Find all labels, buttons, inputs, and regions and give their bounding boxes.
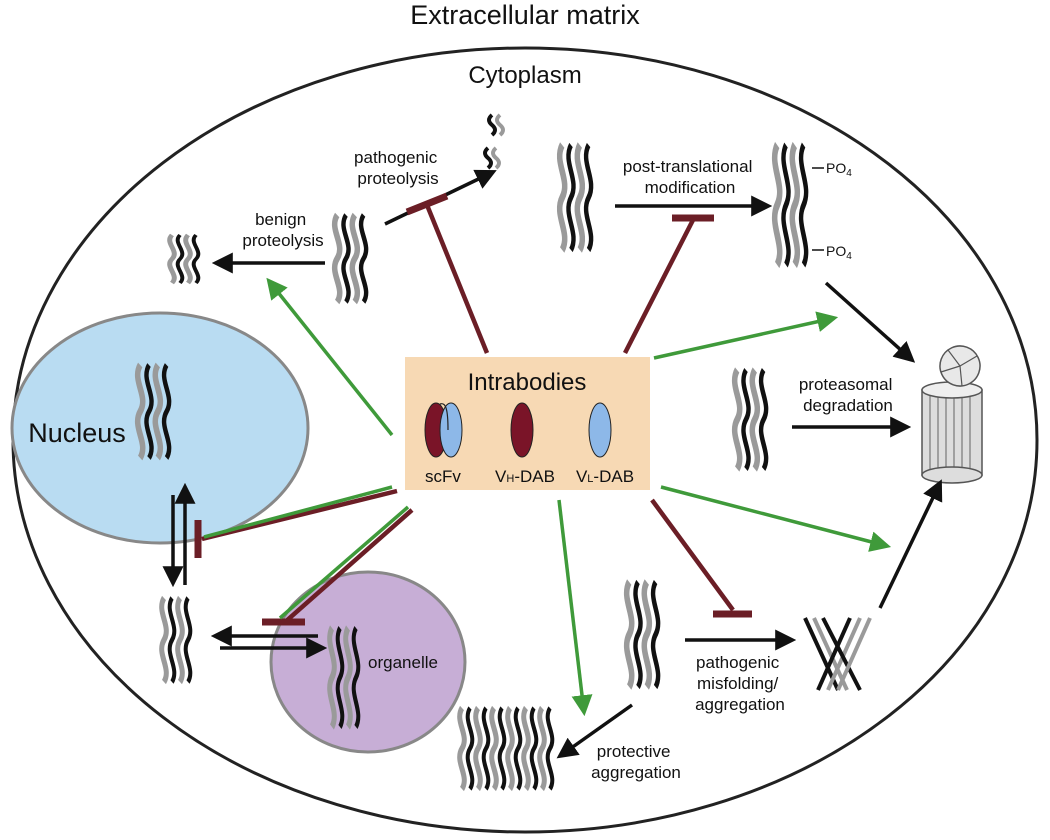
svg-text:PO4: PO4	[826, 243, 852, 262]
phosphate-bottom: PO4	[812, 243, 852, 262]
label-proteasomal-degradation: proteasomal degradation	[799, 375, 897, 415]
misfolded-protein	[803, 617, 872, 691]
vh-dab-label: VH-DAB	[495, 467, 555, 486]
scfv-antibody-icon	[424, 402, 463, 458]
process-arrows	[162, 169, 943, 759]
vl-dab-antibody-icon	[588, 402, 612, 458]
cleaved-fragments	[483, 113, 505, 170]
nucleus	[10, 311, 310, 545]
vl-dab-label: VL-DAB	[576, 467, 634, 486]
promotion-arrows	[203, 277, 892, 717]
intrabodies-box: Intrabodies scFv VH-DAB VL-DAB	[405, 357, 650, 490]
organelle-label: organelle	[368, 653, 438, 672]
label-protective-aggregation: protective aggregation	[591, 742, 681, 782]
title-extracellular-matrix: Extracellular matrix	[410, 0, 640, 30]
label-pathogenic-proteolysis: pathogenic proteolysis	[354, 148, 442, 188]
cytoplasm-label: Cytoplasm	[468, 62, 581, 89]
label-post-translational-modification: post-translational modification	[623, 157, 757, 197]
inhibition-lines	[194, 192, 752, 626]
scfv-label: scFv	[425, 467, 461, 486]
svg-text:PO4: PO4	[826, 160, 852, 179]
label-pathogenic-misfolding: pathogenic misfolding/ aggregation	[695, 653, 785, 714]
vh-dab-antibody-icon	[510, 402, 534, 458]
intrabodies-title: Intrabodies	[468, 369, 587, 396]
label-benign-proteolysis: benign proteolysis	[242, 210, 323, 250]
nucleus-label: Nucleus	[28, 418, 126, 448]
organelle	[269, 570, 467, 754]
proteasome-icon	[921, 345, 983, 484]
phosphate-top: PO4	[812, 160, 852, 179]
